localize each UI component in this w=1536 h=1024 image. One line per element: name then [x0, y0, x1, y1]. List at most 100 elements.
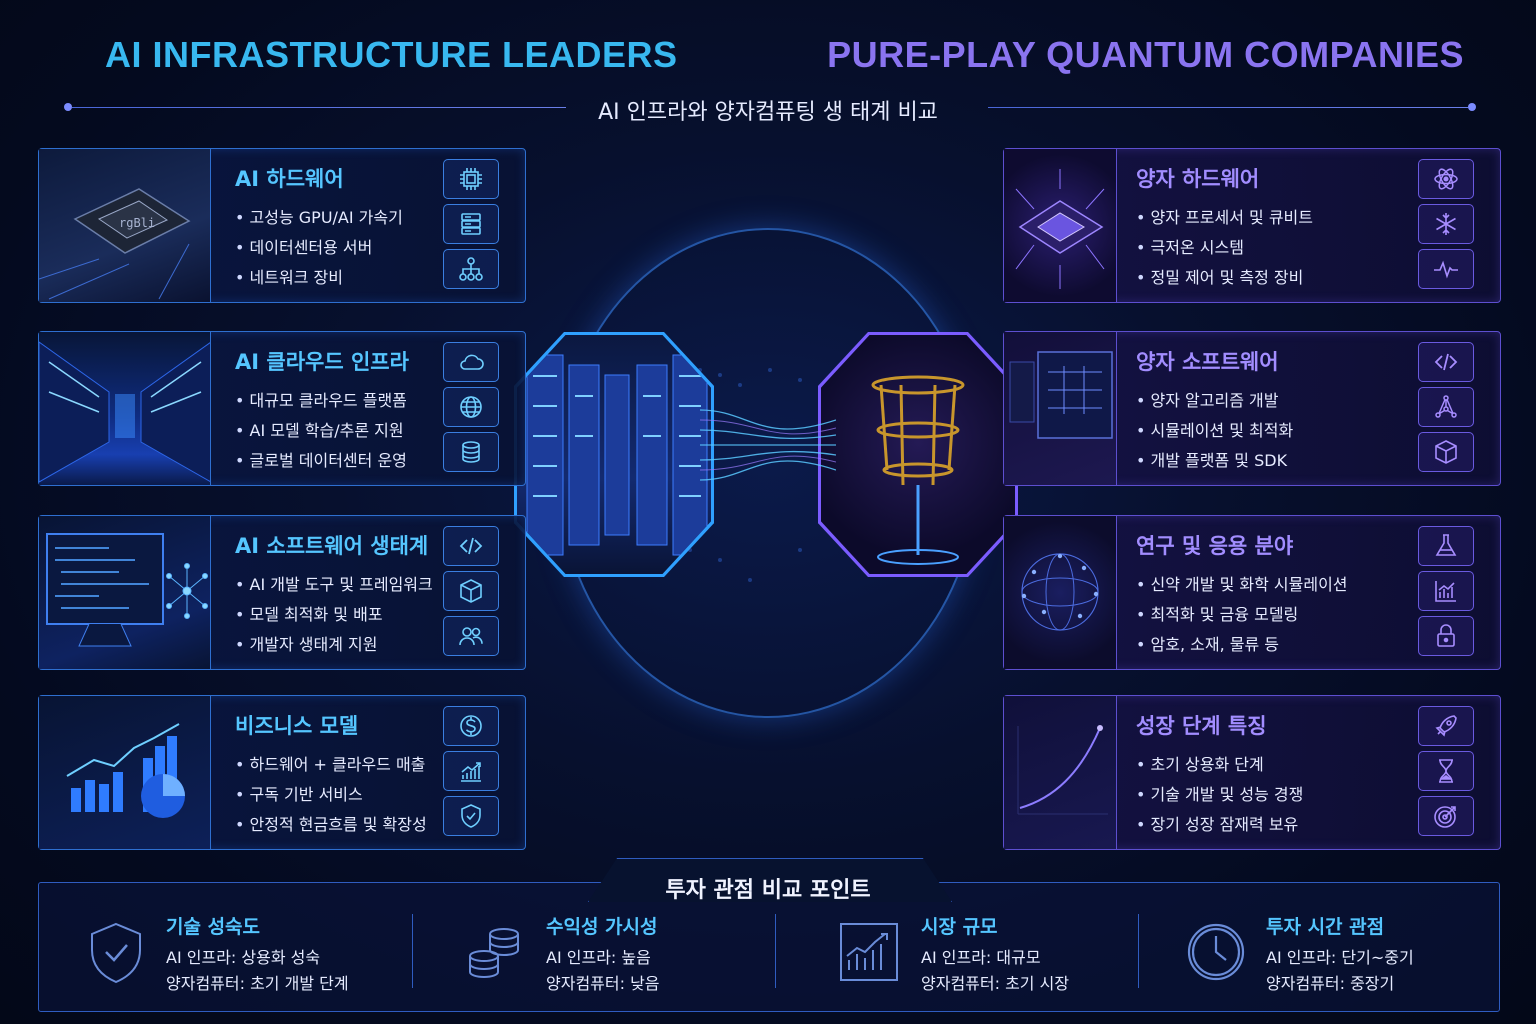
server-icon [443, 204, 499, 244]
investment-comparison-title: 투자 관점 비교 포인트 [665, 878, 871, 903]
lock-icon [1418, 616, 1474, 656]
coins-icon [469, 928, 519, 979]
bullet: 모델 최적화 및 배포 [235, 600, 433, 630]
network-sphere-image [1004, 516, 1117, 669]
quantum-companies-title: PURE-PLAY QUANTUM COMPANIES [827, 34, 1464, 75]
bullet: 하드웨어 + 클라우드 매출 [235, 750, 427, 780]
bullet: 시뮬레이션 및 최적화 [1136, 416, 1294, 446]
cube-icon [1418, 432, 1474, 472]
quantum-software-image [1004, 332, 1117, 485]
ai-software-title: AI 소프트웨어 생태계 [235, 534, 429, 558]
graph-nodes-icon [1418, 387, 1474, 427]
code-icon [1418, 342, 1474, 382]
gpu-chip-image: rgBli [39, 149, 211, 302]
bullet: 글로벌 데이터센터 운영 [235, 446, 407, 476]
bullet: 암호, 소재, 물류 등 [1136, 630, 1348, 660]
cube-icon [443, 571, 499, 611]
network-icon [443, 249, 499, 289]
bullet: 정밀 제어 및 측정 장비 [1136, 263, 1313, 293]
datacenter-hall-image [39, 332, 211, 485]
growth-stage-title: 성장 단계 특징 [1136, 714, 1267, 738]
line-dot-left [64, 103, 72, 111]
bullet: 개발 플랫폼 및 SDK [1136, 446, 1293, 476]
quantum-software-panel: 양자 소프트웨어 양자 알고리즘 개발 시뮬레이션 및 최적화 개발 플랫폼 및… [1003, 331, 1501, 486]
monitor-code-image [39, 516, 211, 669]
connection-beam [700, 409, 836, 481]
bullet: 장기 성장 잠재력 보유 [1136, 810, 1303, 840]
bullet: 신약 개발 및 화학 시뮬레이션 [1136, 570, 1348, 600]
research-apps-panel: 연구 및 응용 분야 신약 개발 및 화학 시뮬레이션 최적화 및 금융 모델링… [1003, 515, 1501, 670]
kpi-quantum-value: 양자컴퓨터: 초기 시장 [921, 974, 1070, 993]
divider [1138, 914, 1139, 988]
globe-icon [443, 387, 499, 427]
kpi-ai-value: AI 인프라: 대규모 [921, 948, 1041, 967]
quantum-software-title: 양자 소프트웨어 [1136, 350, 1279, 374]
clock-icon [1187, 923, 1245, 981]
quantum-hardware-panel: 양자 하드웨어 양자 프로세서 및 큐비트 극저온 시스템 정밀 제어 및 측정… [1003, 148, 1501, 303]
research-apps-title: 연구 및 응용 분야 [1136, 534, 1294, 558]
page-subtitle: AI 인프라와 양자컴퓨팅 생 태계 비교 [598, 100, 938, 125]
business-model-title: 비즈니스 모델 [235, 714, 359, 738]
kpi-ai-value: AI 인프라: 상용화 성숙 [166, 948, 321, 967]
ai-datacenter-image [517, 335, 711, 574]
bar-chart-icon [840, 923, 898, 981]
dollar-icon [443, 706, 499, 746]
bullet: AI 개발 도구 및 프레임워크 [235, 570, 433, 600]
kpi-ai-value: AI 인프라: 높음 [546, 948, 651, 967]
kpi-quantum-value: 양자컴퓨터: 중장기 [1266, 974, 1395, 993]
bullet: 기술 개발 및 성능 경쟁 [1136, 780, 1304, 810]
flask-icon [1418, 526, 1474, 566]
divider [412, 914, 413, 988]
quantum-hardware-title: 양자 하드웨어 [1136, 167, 1260, 191]
quantum-computer-image [821, 335, 1015, 574]
growth-chart-icon [443, 751, 499, 791]
bullet: 구독 기반 서비스 [235, 780, 427, 810]
rocket-icon [1418, 706, 1474, 746]
kpi-title: 기술 성숙도 [166, 916, 261, 938]
bullet: 안정적 현금흐름 및 확장성 [235, 810, 427, 840]
bullet: 네트워크 장비 [235, 263, 403, 293]
bar-chart-icon [1418, 571, 1474, 611]
bullet: 초기 상용화 단계 [1136, 750, 1303, 780]
chip-label: rgBli [119, 216, 155, 230]
snowflake-icon [1418, 204, 1474, 244]
business-charts-image [39, 696, 211, 849]
investment-comparison-tab [588, 858, 952, 902]
atom-icon [1418, 159, 1474, 199]
shield-check-icon [443, 796, 499, 836]
bullet: 극저온 시스템 [1136, 233, 1313, 263]
pulse-icon [1418, 249, 1474, 289]
kpi-quantum-value: 양자컴퓨터: 초기 개발 단계 [166, 974, 349, 993]
bullet: 데이터센터용 서버 [235, 233, 403, 263]
business-model-panel: 비즈니스 모델 하드웨어 + 클라우드 매출 구독 기반 서비스 안정적 현금흐… [38, 695, 526, 850]
hourglass-icon [1418, 751, 1474, 791]
bullet: 최적화 및 금융 모델링 [1136, 600, 1348, 630]
ai-cloud-panel: AI 클라우드 인프라 대규모 클라우드 플랫폼 AI 모델 학습/추론 지원 … [38, 331, 526, 486]
quantum-chip-image [1004, 149, 1117, 302]
bullet: 개발자 생태계 지원 [235, 630, 433, 660]
target-icon [1418, 796, 1474, 836]
kpi-ai-value: AI 인프라: 단기~중기 [1266, 948, 1414, 967]
growth-stage-panel: 성장 단계 특징 초기 상용화 단계 기술 개발 및 성능 경쟁 장기 성장 잠… [1003, 695, 1501, 850]
kpi-title: 시장 규모 [921, 916, 998, 938]
bullet: 대규모 클라우드 플랫폼 [235, 386, 407, 416]
users-icon [443, 616, 499, 656]
bullet: 양자 프로세서 및 큐비트 [1136, 203, 1313, 233]
shield-check-icon [91, 922, 141, 984]
ai-cloud-title: AI 클라우드 인프라 [235, 350, 409, 374]
ai-hardware-title: AI 하드웨어 [235, 167, 344, 191]
investment-comparison-panel [38, 882, 1500, 1012]
bullet: 양자 알고리즘 개발 [1136, 386, 1293, 416]
ai-software-panel: AI 소프트웨어 생태계 AI 개발 도구 및 프레임워크 모델 최적화 및 배… [38, 515, 526, 670]
subtitle-divider-right [988, 107, 1468, 108]
growth-curve-image [1004, 696, 1117, 849]
bullet: AI 모델 학습/추론 지원 [235, 416, 407, 446]
ai-hardware-panel: rgBli AI 하드웨어 고성능 GPU/AI 가속기 데이터센터용 서버 네… [38, 148, 526, 303]
ai-leaders-title: AI INFRASTRUCTURE LEADERS [105, 34, 678, 75]
bullet: 고성능 GPU/AI 가속기 [235, 203, 403, 233]
database-icon [443, 432, 499, 472]
kpi-title: 수익성 가시성 [546, 916, 658, 938]
subtitle-divider-left [72, 107, 566, 108]
divider [775, 914, 776, 988]
cloud-icon [443, 342, 499, 382]
